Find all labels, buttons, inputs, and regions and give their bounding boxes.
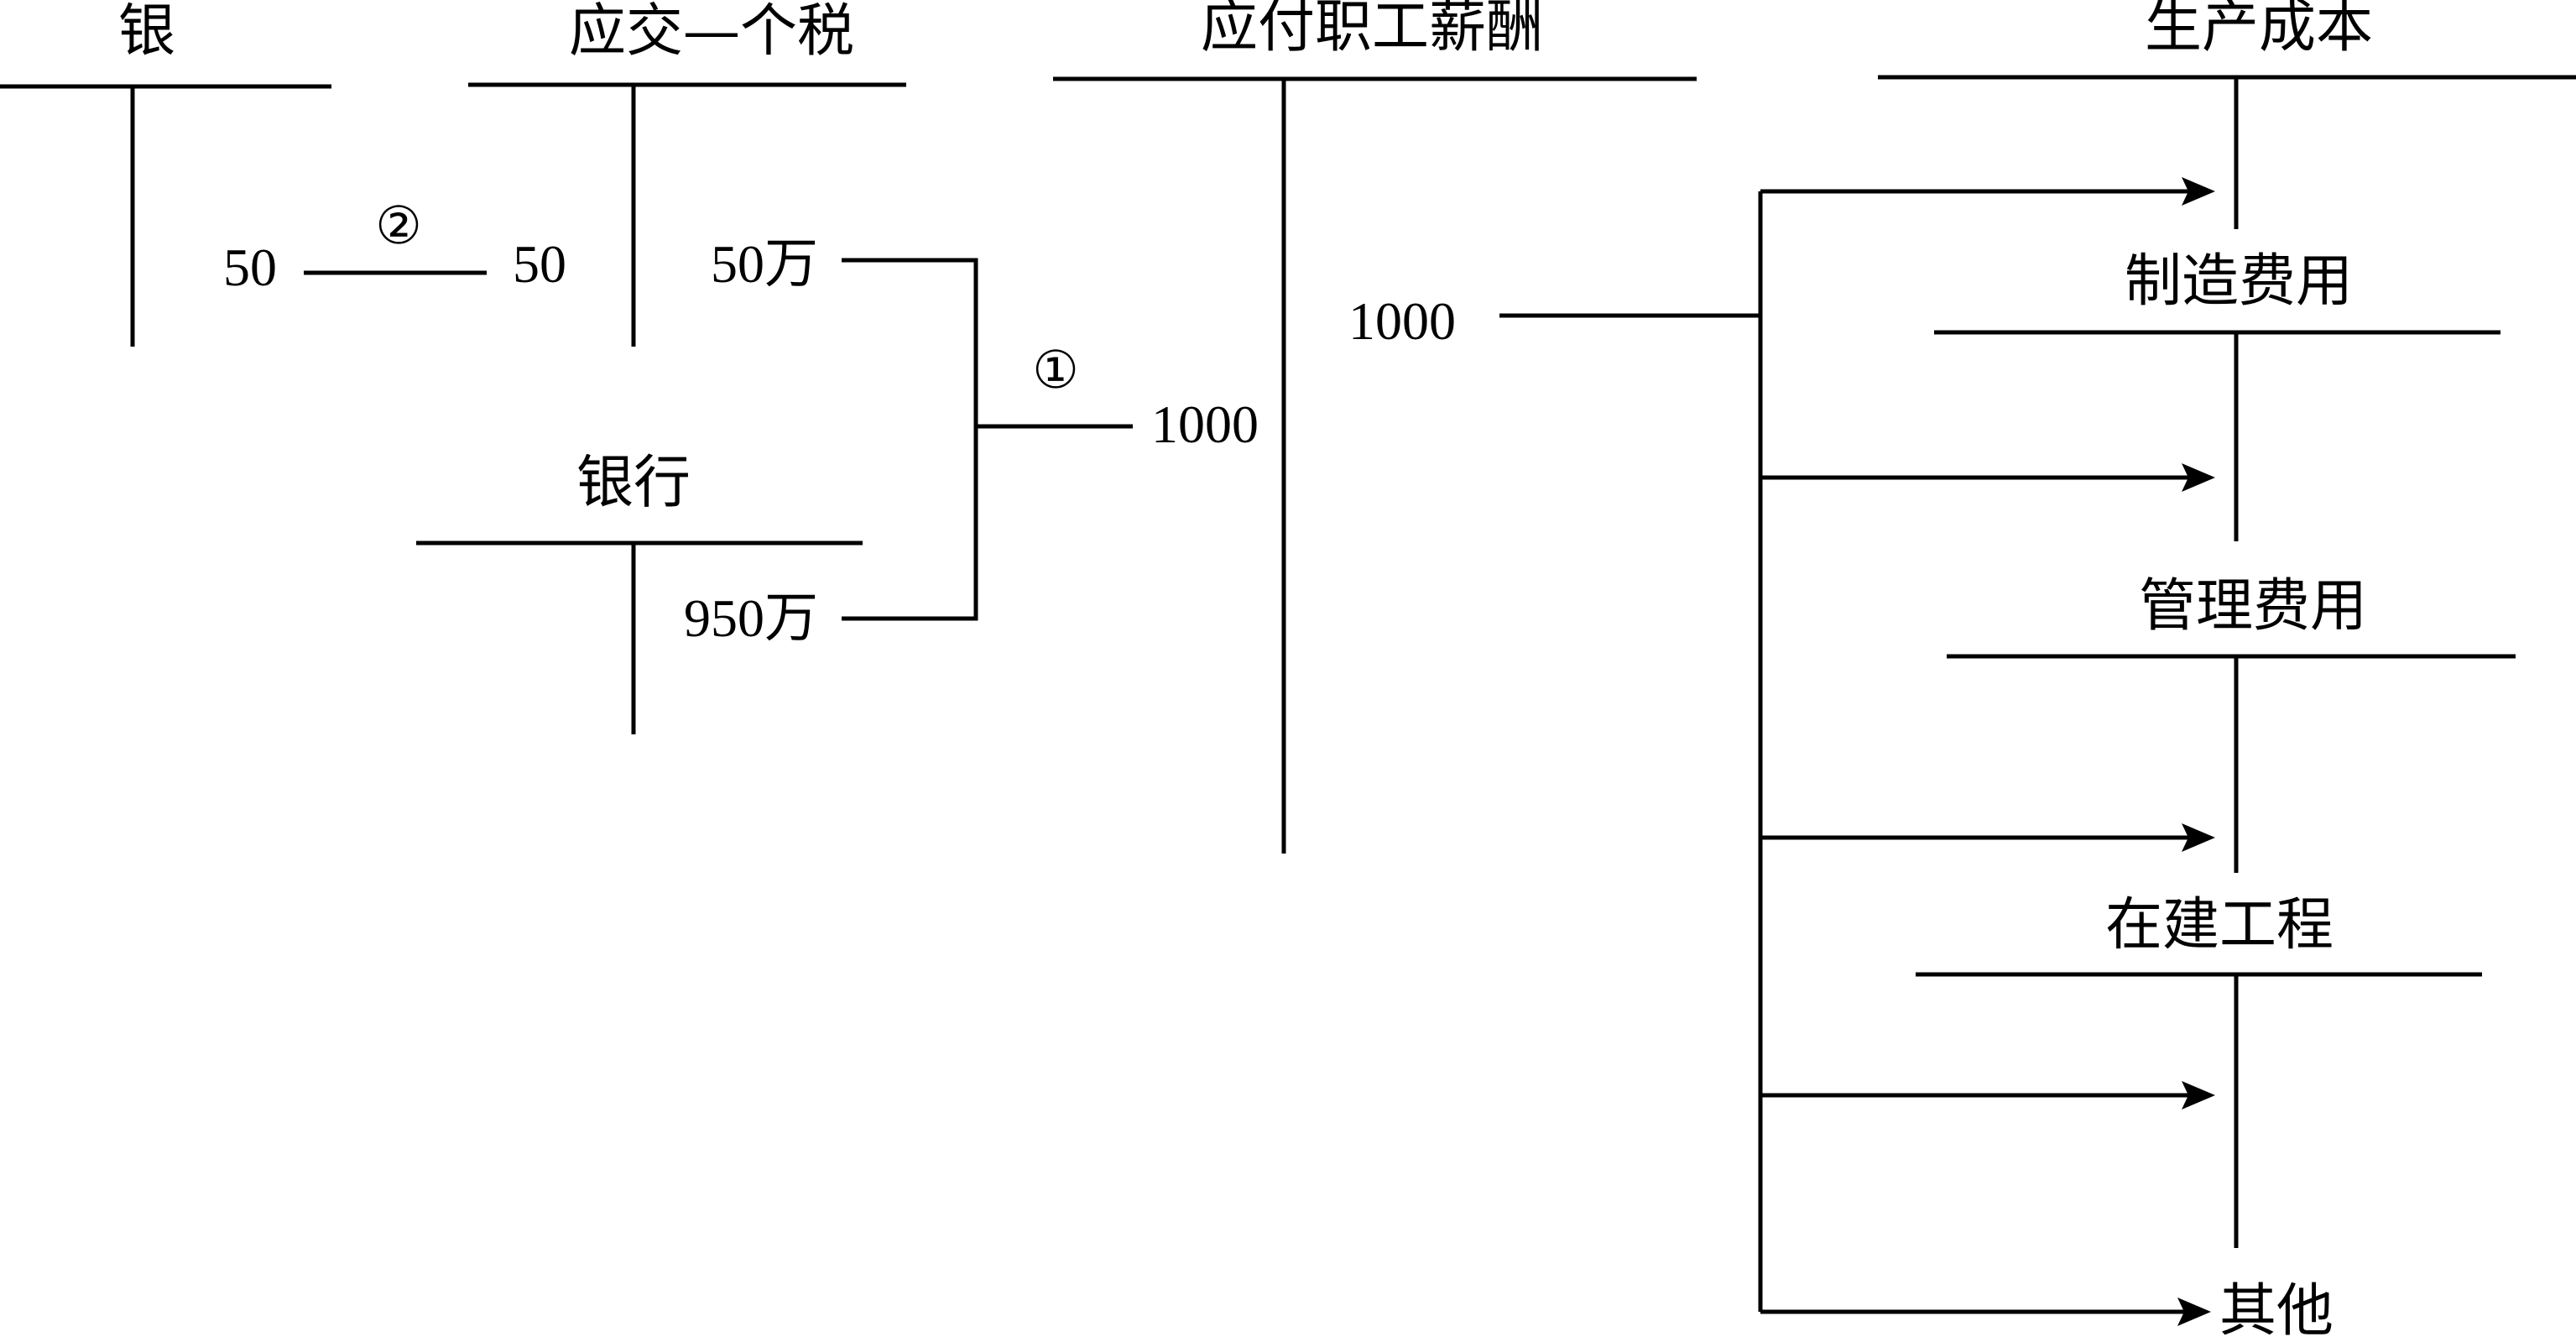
t-account-production-cost: 生产成本 (1878, 0, 2576, 229)
t-account-bank: 银行 950万 (416, 450, 863, 734)
debit-total: 1000 (1151, 394, 1259, 454)
t-account-bank-top: 银 50 (0, 0, 331, 347)
entry-1-bracket: ① (842, 258, 1133, 621)
account-title-bank: 银行 (576, 450, 691, 516)
account-title-other: 其他 (2219, 1278, 2334, 1342)
credit-amount: 50万 (711, 234, 818, 294)
account-title-bank-top: 银 (118, 0, 175, 65)
t-account-individual-income-tax: 应交—个税 50 50万 (468, 0, 906, 347)
account-title-production-cost: 生产成本 (2145, 0, 2373, 60)
account-title-individual-income-tax: 应交—个税 (569, 0, 854, 65)
credit-total: 1000 (1348, 291, 1456, 351)
bracket-line (842, 258, 978, 621)
account-title-payroll-payable: 应付职工薪酬 (1201, 0, 1543, 60)
arrowhead-icon (2177, 1298, 2211, 1326)
arrowhead-icon (2182, 463, 2215, 492)
credit-amount: 50 (223, 238, 277, 297)
arrowhead-icon (2182, 177, 2215, 206)
account-title-construction-in-progress: 在建工程 (2105, 892, 2334, 958)
t-account-administrative-expenses: 管理费用 (1947, 573, 2516, 873)
entry-2-connector: ② (304, 195, 487, 275)
arrowhead-icon (2182, 1081, 2215, 1110)
credit-amount: 950万 (684, 588, 818, 648)
t-account-construction-in-progress: 在建工程 (1916, 892, 2482, 1248)
entry-1-marker: ① (1032, 339, 1079, 400)
debit-amount: 50 (513, 234, 566, 294)
account-title-manufacturing-overhead: 制造费用 (2125, 248, 2353, 315)
t-account-manufacturing-overhead: 制造费用 (1934, 248, 2500, 541)
entry-2-marker: ② (375, 195, 422, 256)
arrowhead-icon (2182, 823, 2215, 852)
account-title-administrative-expenses: 管理费用 (2139, 573, 2367, 640)
payroll-distribution (1499, 177, 2215, 1326)
t-account-payroll-payable: 应付职工薪酬 1000 1000 (1053, 0, 1697, 854)
